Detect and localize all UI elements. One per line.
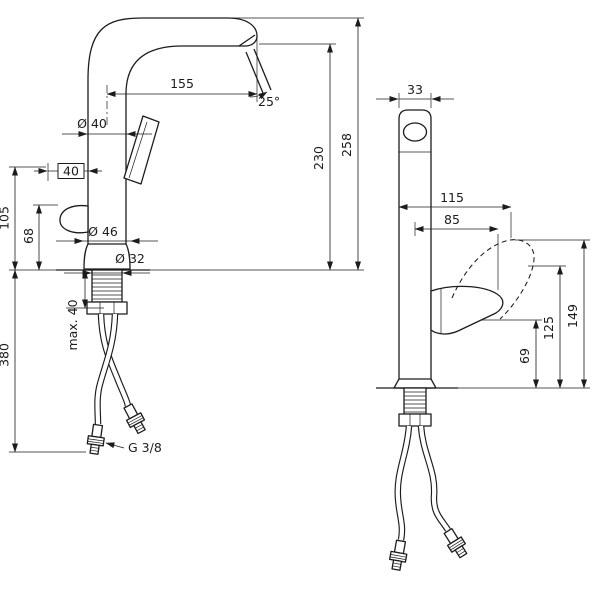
- hose-connector: [443, 527, 468, 559]
- side-view-dimensions: 155 25° 230 258 Ø 40 40: [0, 17, 364, 455]
- shank-thread-lines: [92, 274, 122, 300]
- base-flare: [83, 243, 131, 270]
- dim-label-thread: G 3/8: [128, 440, 162, 455]
- supply-hose: [95, 313, 118, 425]
- dim-label-body-diameter: Ø 40: [77, 116, 107, 131]
- nut-facet-lines: [409, 414, 421, 426]
- dim-label-outlet-height: 230: [311, 146, 326, 170]
- supply-hose: [418, 425, 450, 532]
- side-view: 155 25° 230 258 Ø 40 40: [0, 17, 364, 455]
- dim-label-handle-reach: 85: [444, 212, 460, 227]
- mounting-nut: [398, 413, 432, 427]
- dim-label-total-height: 258: [339, 133, 354, 157]
- side-hook-handle: [59, 204, 89, 234]
- dim-label-spout-reach: 155: [170, 76, 194, 91]
- front-base-flange: [393, 378, 437, 389]
- dim-label-hose-length: 380: [0, 343, 12, 367]
- front-body-outline: [398, 109, 432, 389]
- dim-label-handle-max-height: 149: [565, 304, 580, 328]
- dim-label-reach-total: 115: [440, 190, 464, 205]
- dim-label-handle-mid-height: 125: [541, 316, 556, 340]
- dim-label-handle-length: 40: [63, 164, 79, 179]
- spout-opening: [402, 122, 428, 142]
- hose-connector: [123, 403, 146, 435]
- shank-thread-lines: [404, 391, 426, 413]
- dim-label-hole-diameter: Ø 32: [115, 251, 145, 266]
- water-stream-line: [253, 48, 272, 91]
- supply-hose: [395, 425, 412, 541]
- dim-label-lever-bottom-height: 68: [21, 228, 36, 244]
- lever-swivel-outline: [451, 239, 535, 320]
- dim-label-max-deck-thickness: max. 40: [65, 299, 80, 350]
- dim-label-base-diameter: Ø 46: [88, 224, 118, 239]
- hose-connector: [388, 539, 408, 571]
- dim-label-lever-top-height: 105: [0, 206, 12, 230]
- water-stream-line: [245, 51, 264, 94]
- dim-box: [57, 163, 85, 179]
- leader-line: [105, 442, 125, 449]
- aerator-face-line: [238, 34, 256, 47]
- dim-label-body-width: 33: [407, 82, 423, 97]
- dim-label-handle-bottom-height: 69: [517, 348, 532, 364]
- hose-connector: [86, 423, 105, 455]
- front-view: 33 115 85 149 125 69: [376, 82, 590, 571]
- front-view-dimensions: 33 115 85 149 125 69: [376, 82, 590, 389]
- front-lever-handle: [430, 285, 504, 335]
- lever-blade-inner-line: [128, 121, 148, 179]
- lever-blade: [123, 115, 160, 185]
- supply-hose: [98, 313, 131, 407]
- angle-arc: [249, 91, 268, 100]
- dim-label-stream-angle: 25°: [258, 94, 280, 109]
